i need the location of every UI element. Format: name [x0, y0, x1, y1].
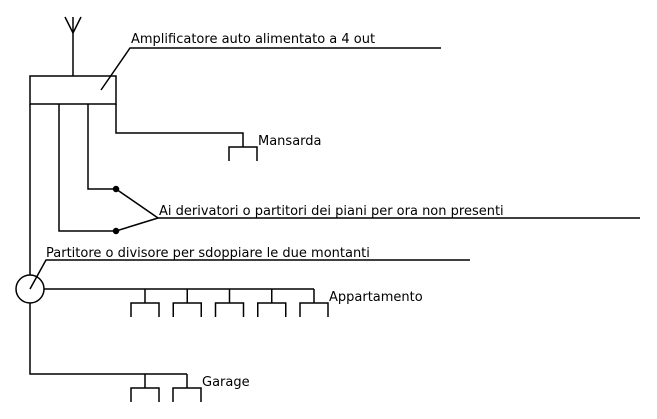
derivators-label: Ai derivatori o partitori dei piani per … [159, 204, 504, 219]
outlet-icon [257, 289, 287, 317]
junction-dot [112, 227, 120, 235]
splitter-label: Partitore o divisore per sdoppiare le du… [46, 246, 370, 261]
garage-label: Garage [202, 375, 250, 390]
outlet-icon [172, 374, 202, 402]
outlet-icon [130, 289, 160, 317]
junction-dot [112, 185, 120, 193]
amplifier-label: Amplificatore auto alimentato a 4 out [131, 32, 376, 47]
attic-label: Mansarda [258, 134, 322, 149]
apartment-outlets [130, 289, 329, 317]
amplifier-box [29, 75, 117, 105]
derivator-line-2 [58, 104, 159, 232]
attic-outlet [228, 146, 258, 161]
attic-line [115, 104, 244, 147]
amplifier-leader [100, 47, 441, 91]
outlet-icon [214, 289, 245, 317]
derivator-line-1 [87, 104, 159, 219]
antenna-icon [64, 16, 82, 76]
apartment-label: Appartamento [329, 290, 423, 305]
garage-line [29, 303, 187, 375]
outlet-icon [172, 289, 202, 317]
outlet-icon [299, 289, 329, 317]
splitter-leader [29, 259, 470, 290]
outlet-icon [130, 374, 160, 402]
garage-outlets [130, 374, 202, 402]
